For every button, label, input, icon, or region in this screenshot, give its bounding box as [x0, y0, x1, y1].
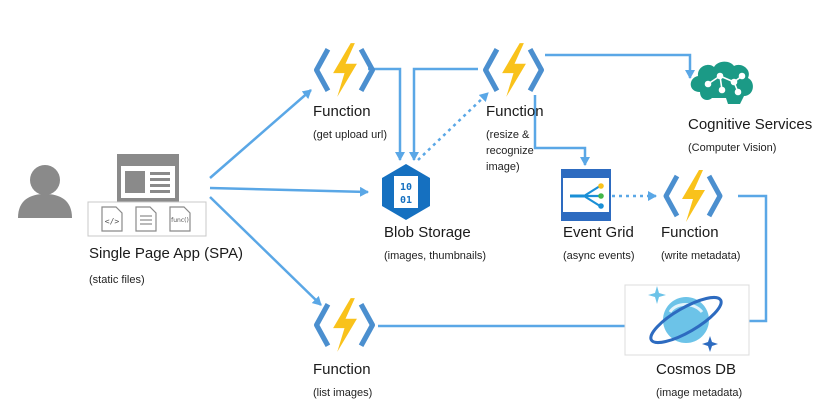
connections [209, 53, 768, 331]
edge-fn-upload-to-blob [368, 67, 405, 161]
azure-function-icon [486, 43, 542, 97]
edge-spa-to-fn-upload [209, 89, 312, 179]
fn-resize-subtitle: (resize & recognize image) [486, 129, 534, 173]
document-file-icon [135, 206, 157, 232]
cosmos-db-icon [624, 284, 750, 356]
edge-blob-to-fn-resize [417, 92, 489, 161]
azure-function-icon [317, 43, 373, 97]
blob-glyph-bottom: 01 [400, 195, 412, 206]
web-app-icon [117, 154, 179, 202]
edge-fn-resize-to-blob [409, 67, 478, 161]
edge-spa-to-fn-list [209, 196, 322, 306]
code-file-label: </> [105, 217, 120, 226]
brain-icon [690, 61, 753, 104]
fn-list-title: Function [313, 361, 371, 378]
cognitive-title: Cognitive Services [688, 116, 813, 133]
fn-list-subtitle: (list images) [313, 387, 373, 399]
event-grid-icon [561, 169, 611, 221]
fn-resize-title: Function [486, 103, 544, 120]
blob-storage-icon: 10 01 [382, 164, 430, 220]
spa-subtitle: (static files) [89, 274, 145, 286]
spa-title: Single Page App (SPA) [89, 245, 243, 262]
spa-static-files: </> func() [87, 201, 207, 237]
eventgrid-title: Event Grid [563, 224, 634, 241]
cosmos-subtitle: (image metadata) [656, 387, 743, 399]
azure-function-icon [317, 298, 373, 352]
cognitive-subtitle: (Computer Vision) [688, 142, 777, 154]
user-icon [18, 165, 72, 218]
fn-upload-subtitle: (get upload url) [313, 129, 387, 141]
function-file-label: func() [171, 217, 189, 224]
edge-fn-resize-to-eventgrid [533, 95, 590, 166]
blob-subtitle: (images, thumbnails) [384, 250, 487, 262]
edge-fn-resize-to-cognitive [545, 53, 695, 79]
azure-function-icon [666, 170, 720, 222]
blob-glyph-top: 10 [400, 182, 412, 193]
function-file-icon: func() [169, 206, 191, 232]
blob-title: Blob Storage [384, 224, 471, 241]
edge-spa-to-blob [209, 186, 369, 197]
fn-write-subtitle: (write metadata) [661, 250, 741, 262]
code-file-icon: </> [101, 206, 123, 232]
fn-upload-title: Function [313, 103, 371, 120]
eventgrid-subtitle: (async events) [563, 250, 635, 262]
cosmos-title: Cosmos DB [656, 361, 737, 378]
fn-write-title: Function [661, 224, 719, 241]
